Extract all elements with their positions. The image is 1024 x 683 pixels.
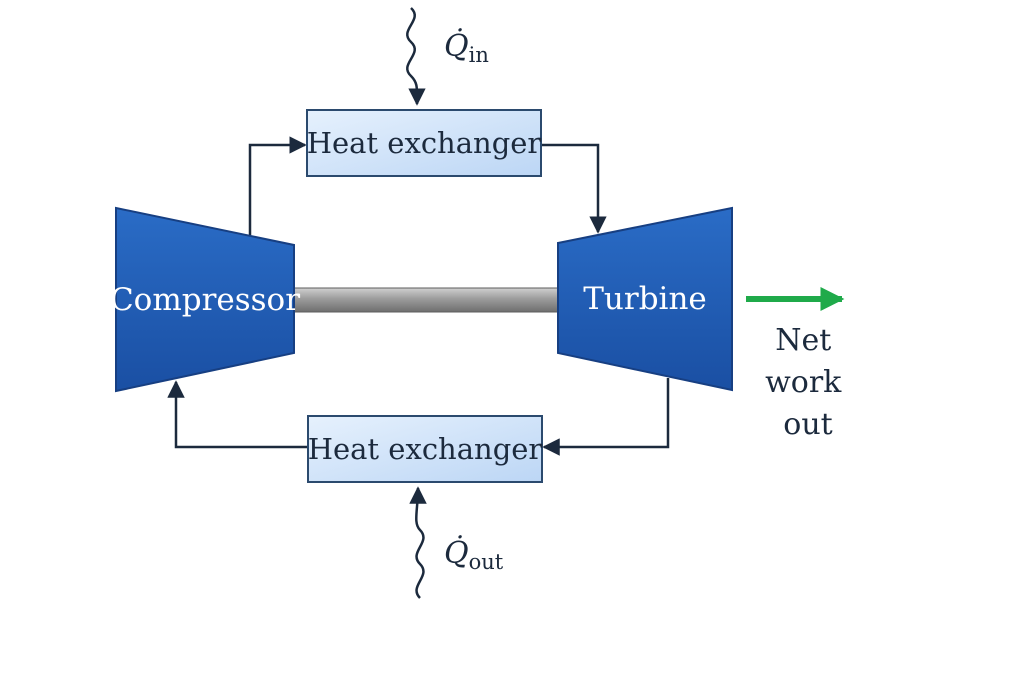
compressor: Compressor [110, 206, 300, 393]
shaft [291, 287, 561, 313]
turbine: Turbine [557, 206, 733, 392]
flow-turbine-to-bottom-exchanger [542, 378, 670, 456]
flow-bottom-exchanger-to-compressor [167, 380, 307, 449]
heat-exchanger-bottom: Heat exchanger [307, 415, 543, 483]
compressor-label: Compressor [110, 282, 300, 318]
net-work-label: Net work out [765, 323, 851, 442]
heat-out-label: Q̇out [444, 536, 504, 574]
flow-top-exchanger-to-turbine [541, 143, 607, 234]
turbine-label: Turbine [583, 281, 707, 317]
heat-in-label: Q̇in [444, 29, 489, 67]
flow-compressor-to-top-exchanger [248, 136, 307, 235]
heat-out-arrow [409, 486, 427, 599]
heat-exchanger-bottom-label: Heat exchanger [308, 432, 543, 466]
heat-exchanger-top-label: Heat exchanger [307, 126, 542, 160]
heat-in-arrow [406, 7, 426, 106]
heat-exchanger-top: Heat exchanger [306, 109, 542, 177]
